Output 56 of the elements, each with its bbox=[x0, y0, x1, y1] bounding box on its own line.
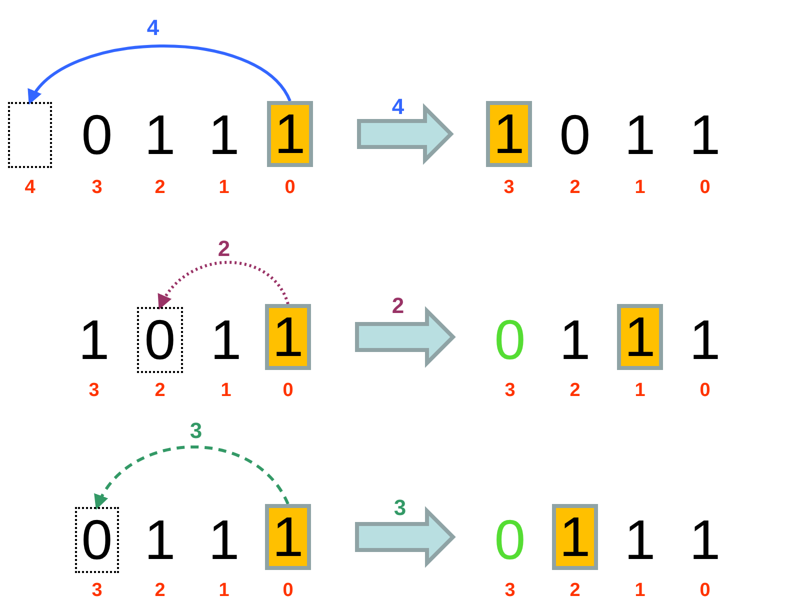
highlighted-bit: 1 bbox=[552, 504, 598, 570]
bit-index: 3 bbox=[88, 381, 100, 400]
dotted-bit-box: 0 bbox=[137, 307, 183, 373]
bit-index: 3 bbox=[504, 581, 516, 600]
bit-digit: 1 bbox=[202, 103, 246, 167]
bit-index: 3 bbox=[504, 178, 514, 197]
curved-arrow bbox=[28, 44, 292, 104]
curved-arrow bbox=[158, 260, 290, 310]
bit-index: 0 bbox=[700, 381, 710, 400]
block-arrow bbox=[355, 506, 456, 568]
bit-digit: 0 bbox=[488, 308, 532, 372]
bit-index: 1 bbox=[218, 581, 230, 600]
bit-index: 2 bbox=[570, 178, 580, 197]
bit-digit: 1 bbox=[618, 103, 662, 167]
bit-index: 2 bbox=[154, 381, 166, 400]
curved-arrow bbox=[96, 446, 290, 510]
bit-digit: 1 bbox=[683, 308, 727, 372]
bit-index: 1 bbox=[218, 178, 230, 197]
bit-index: 2 bbox=[570, 381, 580, 400]
bit-digit: 1 bbox=[204, 308, 248, 372]
bit-digit: 1 bbox=[683, 103, 727, 167]
dotted-bit-box: 0 bbox=[75, 507, 119, 573]
block-arrow bbox=[355, 306, 456, 368]
bit-index: 2 bbox=[570, 581, 580, 600]
empty-box bbox=[8, 102, 52, 168]
bit-digit: 1 bbox=[618, 508, 662, 572]
bit-digit: 1 bbox=[683, 508, 727, 572]
bit-index: 1 bbox=[634, 178, 646, 197]
bit-index: 3 bbox=[504, 381, 516, 400]
bit-digit: 1 bbox=[72, 308, 116, 372]
bit-digit: 0 bbox=[75, 103, 119, 167]
bit-index: 2 bbox=[154, 581, 166, 600]
bit-index: 1 bbox=[634, 381, 646, 400]
bit-digit: 1 bbox=[553, 308, 597, 372]
bit-index: 0 bbox=[700, 581, 710, 600]
bit-digit: 1 bbox=[202, 508, 246, 572]
highlighted-bit: 1 bbox=[265, 504, 311, 570]
bit-index: 0 bbox=[284, 178, 296, 197]
bit-index: 0 bbox=[282, 581, 294, 600]
bit-index: 1 bbox=[220, 381, 232, 400]
bit-index: 2 bbox=[154, 178, 166, 197]
bit-index: 0 bbox=[700, 178, 710, 197]
bit-index: 4 bbox=[24, 178, 36, 197]
bit-digit: 1 bbox=[138, 508, 182, 572]
bit-digit: 1 bbox=[138, 103, 182, 167]
highlighted-bit: 1 bbox=[265, 304, 311, 370]
bit-index: 3 bbox=[92, 581, 102, 600]
bit-index: 0 bbox=[282, 381, 294, 400]
bit-index: 1 bbox=[634, 581, 646, 600]
block-arrow bbox=[357, 103, 454, 165]
bit-digit: 0 bbox=[488, 508, 532, 572]
bit-digit: 0 bbox=[553, 103, 597, 167]
highlighted-bit: 1 bbox=[486, 101, 532, 167]
highlighted-bit: 1 bbox=[267, 101, 313, 167]
bit-index: 3 bbox=[92, 178, 102, 197]
highlighted-bit: 1 bbox=[617, 304, 663, 370]
